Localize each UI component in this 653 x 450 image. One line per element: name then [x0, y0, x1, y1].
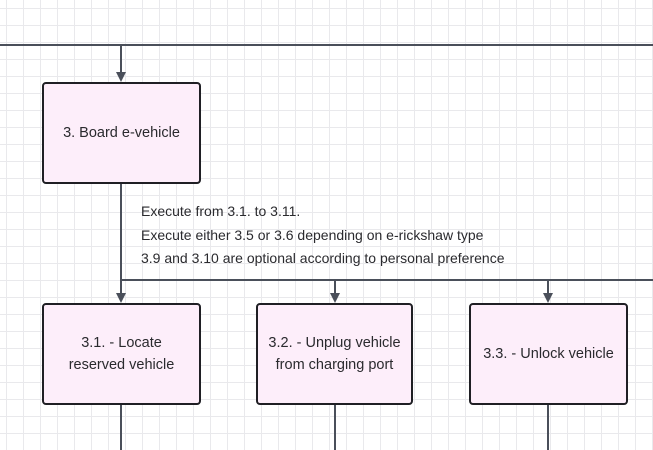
- node-board-e-vehicle[interactable]: 3. Board e-vehicle: [42, 82, 201, 184]
- annotation-line-2: Execute either 3.5 or 3.6 depending on e…: [141, 226, 484, 243]
- node-board-label: 3. Board e-vehicle: [63, 125, 180, 141]
- node-unplug-vehicle[interactable]: 3.2. - Unplug vehicle from charging port: [256, 303, 413, 405]
- node-unplug-label: 3.2. - Unplug vehicle from charging port: [268, 335, 401, 373]
- node-unlock-label: 3.3. - Unlock vehicle: [483, 346, 614, 362]
- annotation-line-3: 3.9 and 3.10 are optional according to p…: [141, 250, 505, 266]
- node-locate-reserved-vehicle[interactable]: 3.1. - Locate reserved vehicle: [42, 303, 201, 405]
- node-unlock-vehicle[interactable]: 3.3. - Unlock vehicle: [469, 303, 628, 405]
- annotation-text: Execute from 3.1. to 3.11. Execute eithe…: [141, 200, 504, 271]
- node-locate-label: 3.1. - Locate reserved vehicle: [68, 335, 175, 373]
- annotation-line-1: Execute from 3.1. to 3.11.: [141, 203, 301, 219]
